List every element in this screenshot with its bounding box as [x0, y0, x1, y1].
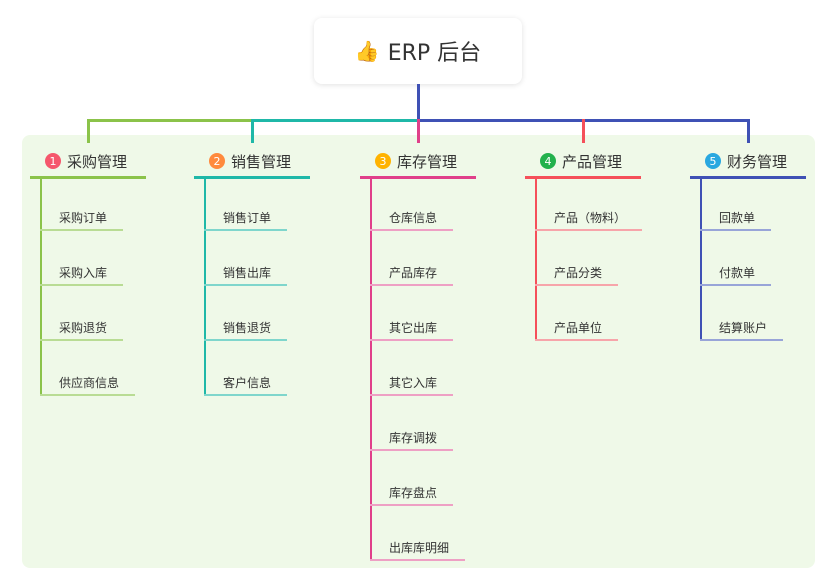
connector-branch-5 — [747, 119, 750, 143]
branch-spine — [370, 178, 372, 560]
branch-item[interactable]: 采购订单 — [59, 211, 108, 225]
item-underline — [40, 284, 123, 286]
item-underline — [204, 339, 287, 341]
item-underline — [535, 284, 618, 286]
item-underline — [370, 229, 453, 231]
number-badge: 3 — [375, 153, 391, 169]
number-badge: 1 — [45, 153, 61, 169]
canvas-background — [22, 135, 815, 568]
connector-root — [417, 84, 420, 122]
thumbs-up-icon: 👍 — [354, 39, 380, 63]
root-node[interactable]: 👍 ERP 后台 — [314, 18, 522, 84]
number-badge: 5 — [705, 153, 721, 169]
item-underline — [204, 284, 287, 286]
connector-branch-3 — [417, 119, 420, 143]
connector-branch-1 — [87, 119, 90, 143]
connector-branch-4 — [582, 119, 585, 143]
branch-spine — [204, 178, 206, 395]
branch-spine — [40, 178, 42, 395]
connector-branch-2 — [251, 119, 254, 143]
branch-header-1[interactable]: 1 采购管理 — [45, 150, 127, 172]
branch-item[interactable]: 采购入库 — [59, 266, 108, 280]
branch-item[interactable]: 库存盘点 — [389, 486, 438, 500]
branch-item[interactable]: 产品库存 — [389, 266, 438, 280]
branch-item[interactable]: 产品（物料） — [554, 211, 627, 225]
branch-item[interactable]: 其它出库 — [389, 321, 438, 335]
branch-header-2[interactable]: 2 销售管理 — [209, 150, 291, 172]
branch-underline — [360, 176, 476, 179]
item-underline — [40, 229, 123, 231]
branch-item[interactable]: 客户信息 — [223, 376, 272, 390]
branch-item[interactable]: 其它入库 — [389, 376, 438, 390]
branch-item[interactable]: 回款单 — [719, 211, 756, 225]
item-underline — [700, 229, 771, 231]
item-underline — [40, 339, 123, 341]
branch-item[interactable]: 采购退货 — [59, 321, 108, 335]
item-underline — [535, 339, 618, 341]
item-underline — [370, 339, 453, 341]
number-badge: 2 — [209, 153, 225, 169]
number-badge: 4 — [540, 153, 556, 169]
branch-spine — [535, 178, 537, 340]
branch-header-5[interactable]: 5 财务管理 — [705, 150, 787, 172]
item-underline — [370, 559, 465, 561]
branch-header-4[interactable]: 4 产品管理 — [540, 150, 622, 172]
branch-underline — [30, 176, 146, 179]
branch-title: 财务管理 — [727, 152, 788, 171]
branch-item[interactable]: 产品分类 — [554, 266, 603, 280]
item-underline — [700, 284, 771, 286]
branch-spine — [700, 178, 702, 340]
branch-item[interactable]: 销售出库 — [223, 266, 272, 280]
branch-item[interactable]: 销售退货 — [223, 321, 272, 335]
connector-h — [252, 119, 418, 122]
item-underline — [370, 394, 453, 396]
branch-item[interactable]: 出库库明细 — [389, 541, 450, 555]
branch-item[interactable]: 付款单 — [719, 266, 756, 280]
item-underline — [204, 394, 287, 396]
item-underline — [370, 449, 453, 451]
item-underline — [535, 229, 642, 231]
branch-title: 产品管理 — [562, 152, 623, 171]
branch-title: 采购管理 — [67, 152, 128, 171]
branch-underline — [194, 176, 310, 179]
branch-title: 销售管理 — [231, 152, 292, 171]
item-underline — [700, 339, 783, 341]
item-underline — [40, 394, 135, 396]
item-underline — [204, 229, 287, 231]
branch-item[interactable]: 供应商信息 — [59, 376, 120, 390]
branch-underline — [690, 176, 806, 179]
branch-underline — [525, 176, 641, 179]
branch-item[interactable]: 库存调拨 — [389, 431, 438, 445]
branch-item[interactable]: 结算账户 — [719, 321, 768, 335]
root-title: ERP 后台 — [387, 41, 482, 66]
branch-title: 库存管理 — [397, 152, 458, 171]
connector-h — [88, 119, 252, 122]
item-underline — [370, 284, 453, 286]
branch-header-3[interactable]: 3 库存管理 — [375, 150, 457, 172]
branch-item[interactable]: 仓库信息 — [389, 211, 438, 225]
branch-item[interactable]: 产品单位 — [554, 321, 603, 335]
item-underline — [370, 504, 453, 506]
branch-item[interactable]: 销售订单 — [223, 211, 272, 225]
